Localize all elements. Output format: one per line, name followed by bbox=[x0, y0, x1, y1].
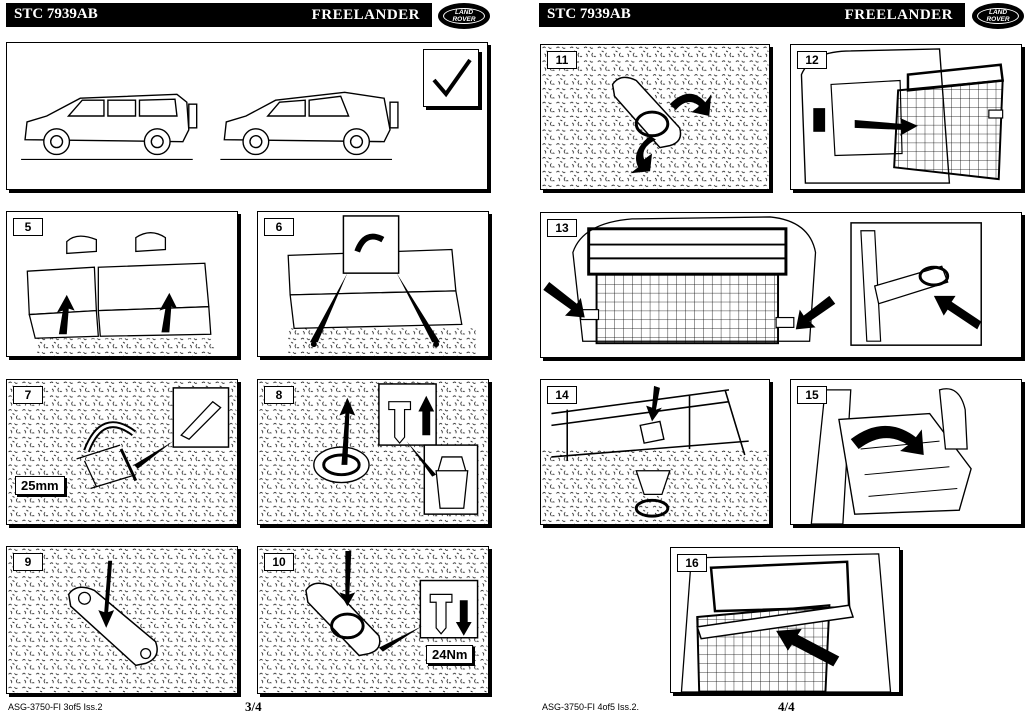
measurement-label: 25mm bbox=[15, 476, 65, 495]
step-16-panel: 16 bbox=[670, 547, 900, 693]
step-5-panel: 5 bbox=[6, 211, 238, 357]
vehicle-applicability-panel bbox=[6, 42, 488, 190]
final-fitting-illustration bbox=[680, 553, 892, 692]
check-mark-box bbox=[423, 49, 479, 107]
rotate-anchor-illustration bbox=[541, 45, 769, 189]
lift-arrows bbox=[56, 292, 178, 335]
step-8-panel: 8 bbox=[257, 379, 489, 525]
page4-header: STC 7939AB FREELANDER bbox=[539, 3, 965, 27]
fit-cap-illustration bbox=[541, 385, 769, 524]
place-bracket-illustration bbox=[7, 547, 237, 693]
page4-page-number: 4/4 bbox=[778, 699, 795, 714]
step-15-panel: 15 bbox=[790, 379, 1022, 525]
page4-footer-ref: ASG-3750-FI 4of5 Iss.2. bbox=[542, 702, 640, 712]
step-13-number: 13 bbox=[547, 219, 577, 237]
step-16-number: 16 bbox=[677, 554, 707, 572]
step-13-panel: 13 bbox=[540, 212, 1022, 358]
step-9-panel: 9 bbox=[6, 546, 238, 694]
step-12-number: 12 bbox=[797, 51, 827, 69]
torque-label: 24Nm bbox=[426, 645, 474, 664]
refit-seat-illustration bbox=[810, 388, 972, 524]
secure-guard-illustration bbox=[543, 216, 982, 346]
page3-header-model: FREELANDER bbox=[311, 7, 420, 23]
insert-guard-illustration bbox=[800, 48, 1005, 184]
step-10-number: 10 bbox=[264, 553, 294, 571]
page4-header-model: FREELANDER bbox=[844, 7, 953, 23]
step-11-panel: 11 bbox=[540, 44, 770, 190]
station-wagon-drawing bbox=[24, 93, 198, 156]
step-12-panel: 12 bbox=[790, 44, 1022, 190]
logo-line2: ROVER bbox=[986, 16, 1010, 23]
logo-line1: LAND bbox=[988, 9, 1008, 16]
three-door-drawing bbox=[223, 91, 399, 156]
rear-seat-lift-illustration bbox=[26, 232, 215, 356]
step-7-panel: 7 25mm bbox=[6, 379, 238, 525]
step-11-number: 11 bbox=[547, 51, 577, 69]
step-5-number: 5 bbox=[13, 218, 43, 236]
anchor-locations-illustration bbox=[287, 215, 476, 356]
step-8-number: 8 bbox=[264, 386, 294, 404]
page4-land-rover-logo: LAND ROVER bbox=[972, 3, 1024, 29]
vehicle-drawings bbox=[21, 91, 399, 160]
page3-land-rover-logo: LAND ROVER bbox=[438, 3, 490, 29]
step-6-number: 6 bbox=[264, 218, 294, 236]
dog-guard-mesh bbox=[893, 63, 1005, 181]
check-mark-icon bbox=[432, 58, 472, 98]
step-10-panel: 10 24Nm bbox=[257, 546, 489, 694]
logo-line2: ROVER bbox=[452, 16, 476, 23]
step-9-number: 9 bbox=[13, 553, 43, 571]
page4-header-code: STC 7939AB bbox=[547, 6, 631, 22]
dog-guard-frame bbox=[580, 227, 795, 345]
page3-page-number: 3/4 bbox=[245, 699, 262, 714]
step-15-number: 15 bbox=[797, 386, 827, 404]
step-14-panel: 14 bbox=[540, 379, 770, 525]
page3-header: STC 7939AB FREELANDER bbox=[6, 3, 432, 27]
page3-header-code: STC 7939AB bbox=[14, 6, 98, 22]
remove-anchor-illustration bbox=[258, 380, 488, 524]
logo-line1: LAND bbox=[454, 9, 474, 16]
step-7-number: 7 bbox=[13, 386, 43, 404]
step-14-number: 14 bbox=[547, 386, 577, 404]
step-6-panel: 6 bbox=[257, 211, 489, 357]
page3-footer-ref: ASG-3750-FI 3of5 Iss.2 bbox=[8, 702, 103, 712]
fit-bolt-illustration bbox=[258, 547, 488, 693]
cut-carpet-illustration bbox=[7, 380, 237, 524]
